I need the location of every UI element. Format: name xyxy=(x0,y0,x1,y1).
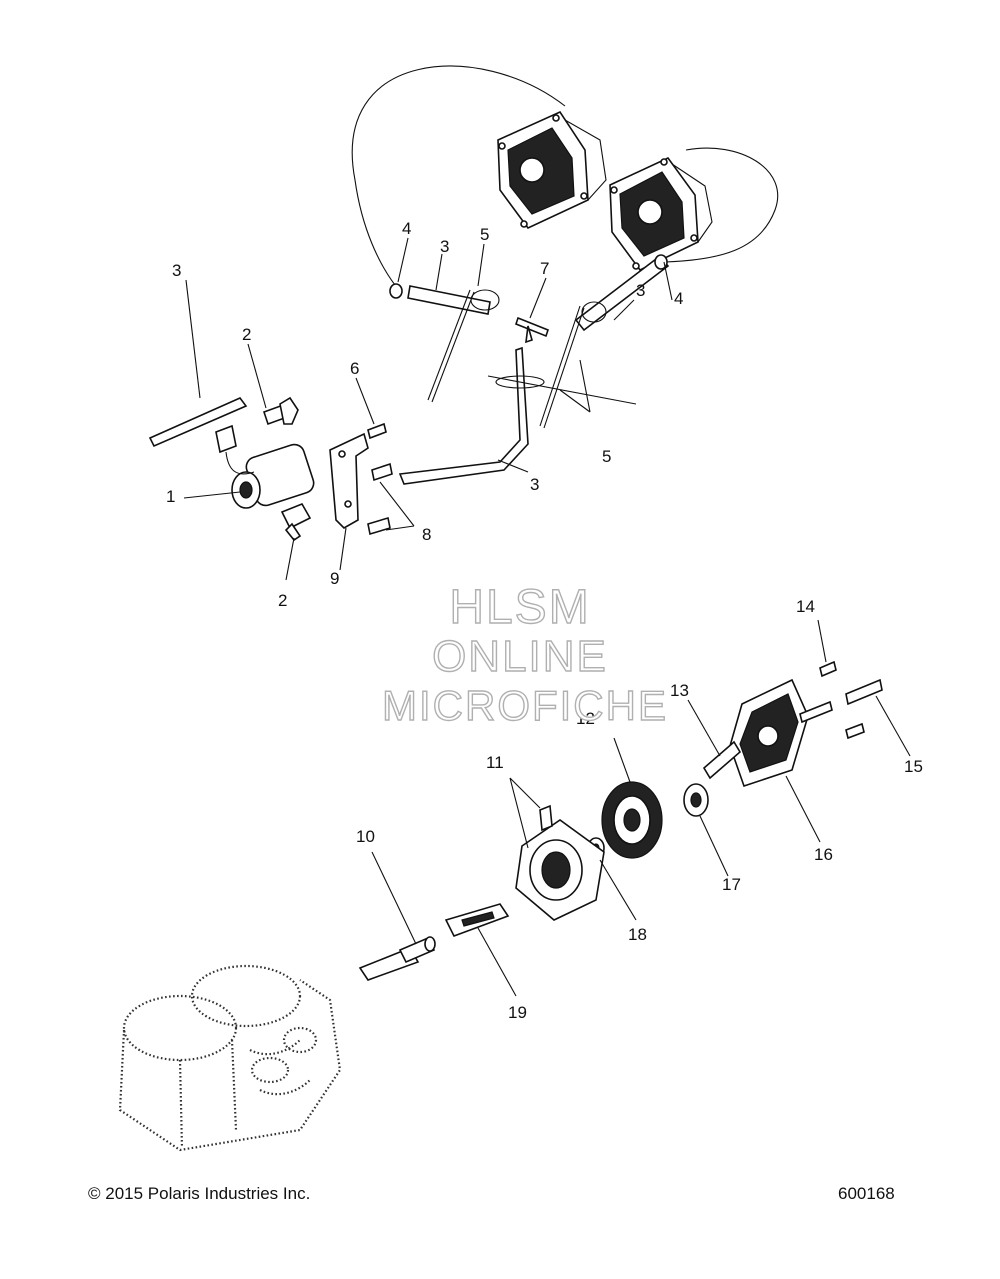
callout-10: 10 xyxy=(356,827,375,846)
watermark-line-1: HLSM xyxy=(449,580,591,634)
valve-assembly-left xyxy=(497,110,607,230)
gasket-19 xyxy=(444,903,510,937)
callout-5-lower: 5 xyxy=(602,447,611,466)
callout-15: 15 xyxy=(904,757,923,776)
hose-upper-right xyxy=(574,254,670,332)
housing-11 xyxy=(515,804,605,921)
callout-5-upper: 5 xyxy=(480,225,489,244)
callout-17: 17 xyxy=(722,875,741,894)
cable-ties-5 xyxy=(427,289,637,429)
callout-18: 18 xyxy=(628,925,647,944)
callout-7: 7 xyxy=(540,259,549,278)
hose-left xyxy=(148,397,248,448)
diaphragm-12 xyxy=(601,781,663,859)
hose-long-bent xyxy=(398,346,529,485)
hose-upper-left xyxy=(389,283,491,315)
watermark-line-2: ONLINE xyxy=(431,631,608,681)
callout-11: 11 xyxy=(486,753,504,772)
valve-assembly-right xyxy=(609,156,713,272)
bolt-6 xyxy=(367,422,387,440)
callout-labels: 4 3 5 7 3 4 3 2 6 5 3 1 8 9 2 14 13 12 1… xyxy=(166,219,923,1022)
solenoid-1 xyxy=(215,424,315,509)
callout-3-left: 3 xyxy=(172,261,181,280)
connector-arc-right xyxy=(664,147,779,263)
callout-12: 12 xyxy=(576,709,595,728)
fitting-10 xyxy=(358,936,436,981)
connector-arc-left xyxy=(351,65,566,286)
cover-16 xyxy=(729,678,809,788)
callout-8: 8 xyxy=(422,525,431,544)
screw-8-lower xyxy=(367,516,391,536)
callout-3-upper-left: 3 xyxy=(440,237,449,256)
callout-3-upper-right: 3 xyxy=(636,281,645,300)
callout-2-upper: 2 xyxy=(242,325,251,344)
callout-1: 1 xyxy=(166,487,175,506)
screw-15-c xyxy=(845,722,865,740)
washer-17 xyxy=(683,783,709,817)
callout-2-lower: 2 xyxy=(278,591,287,610)
callout-9: 9 xyxy=(330,569,339,588)
screw-14 xyxy=(819,660,837,678)
callout-4-left: 4 xyxy=(402,219,411,238)
drawing-number: 600168 xyxy=(838,1184,895,1203)
screw-15-b xyxy=(845,678,883,706)
copyright-notice: © 2015 Polaris Industries Inc. xyxy=(88,1184,311,1203)
callout-3-lower: 3 xyxy=(530,475,539,494)
callout-6: 6 xyxy=(350,359,359,378)
tee-fitting-7 xyxy=(515,316,549,344)
leader-lines xyxy=(183,237,911,997)
fitting-2-lower xyxy=(280,502,312,542)
callout-4-right: 4 xyxy=(674,289,683,308)
callout-19: 19 xyxy=(508,1003,527,1022)
callout-14: 14 xyxy=(796,597,815,616)
fitting-2-upper xyxy=(262,396,299,426)
callout-13: 13 xyxy=(670,681,689,700)
screw-8-upper xyxy=(371,462,393,482)
spring-13 xyxy=(702,740,742,780)
screw-15-a xyxy=(799,700,833,724)
bracket-9 xyxy=(329,432,369,529)
watermark-line-3: MICROFICHE xyxy=(381,681,668,729)
callout-16: 16 xyxy=(814,845,833,864)
cylinder-block xyxy=(118,964,342,1152)
